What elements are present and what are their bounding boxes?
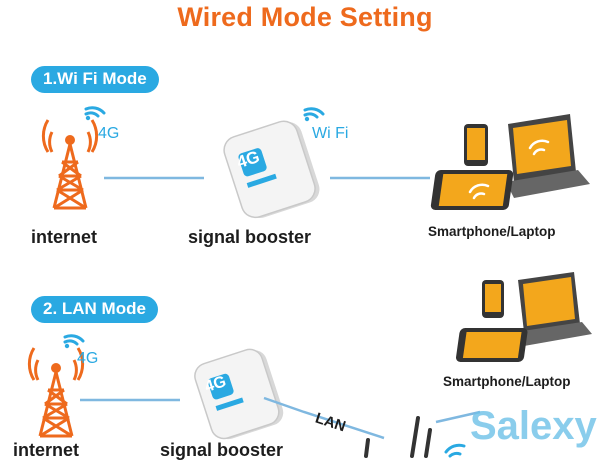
mode2-badge: 2. LAN Mode (31, 296, 158, 323)
cell-tower-icon (41, 119, 99, 210)
wifi-signal-icon (63, 334, 85, 349)
connection-line (330, 176, 430, 180)
connection-line (80, 398, 180, 402)
wifi-signal-icon (84, 106, 106, 121)
router-icon (364, 410, 481, 458)
page-title: Wired Mode Setting (177, 2, 433, 32)
mode1-booster-label: signal booster (188, 227, 312, 247)
mode1-devices-label: Smartphone/Laptop (428, 224, 556, 239)
devices-icon (430, 114, 590, 210)
mode1-tower-label: internet (31, 227, 98, 247)
mode1-booster-signal: Wi Fi (312, 125, 349, 142)
mode2-booster-label: signal booster (160, 440, 284, 460)
lan-cable-line (263, 396, 385, 440)
mode2-devices-label: Smartphone/Laptop (443, 374, 571, 389)
cell-tower-icon (27, 347, 85, 438)
mode2-tower-label: internet (13, 440, 80, 460)
mode1-tower-signal: 4G (98, 125, 120, 142)
wifi-signal-icon (303, 107, 325, 122)
devices-icon (456, 272, 592, 362)
signal-booster-icon (194, 348, 284, 440)
mode1-badge: 1.Wi Fi Mode (31, 66, 159, 93)
signal-booster-icon (223, 120, 320, 219)
mode2-tower-signal: 4G (77, 350, 99, 367)
watermark-logo: Salexy (470, 404, 597, 448)
connection-line (104, 176, 204, 180)
